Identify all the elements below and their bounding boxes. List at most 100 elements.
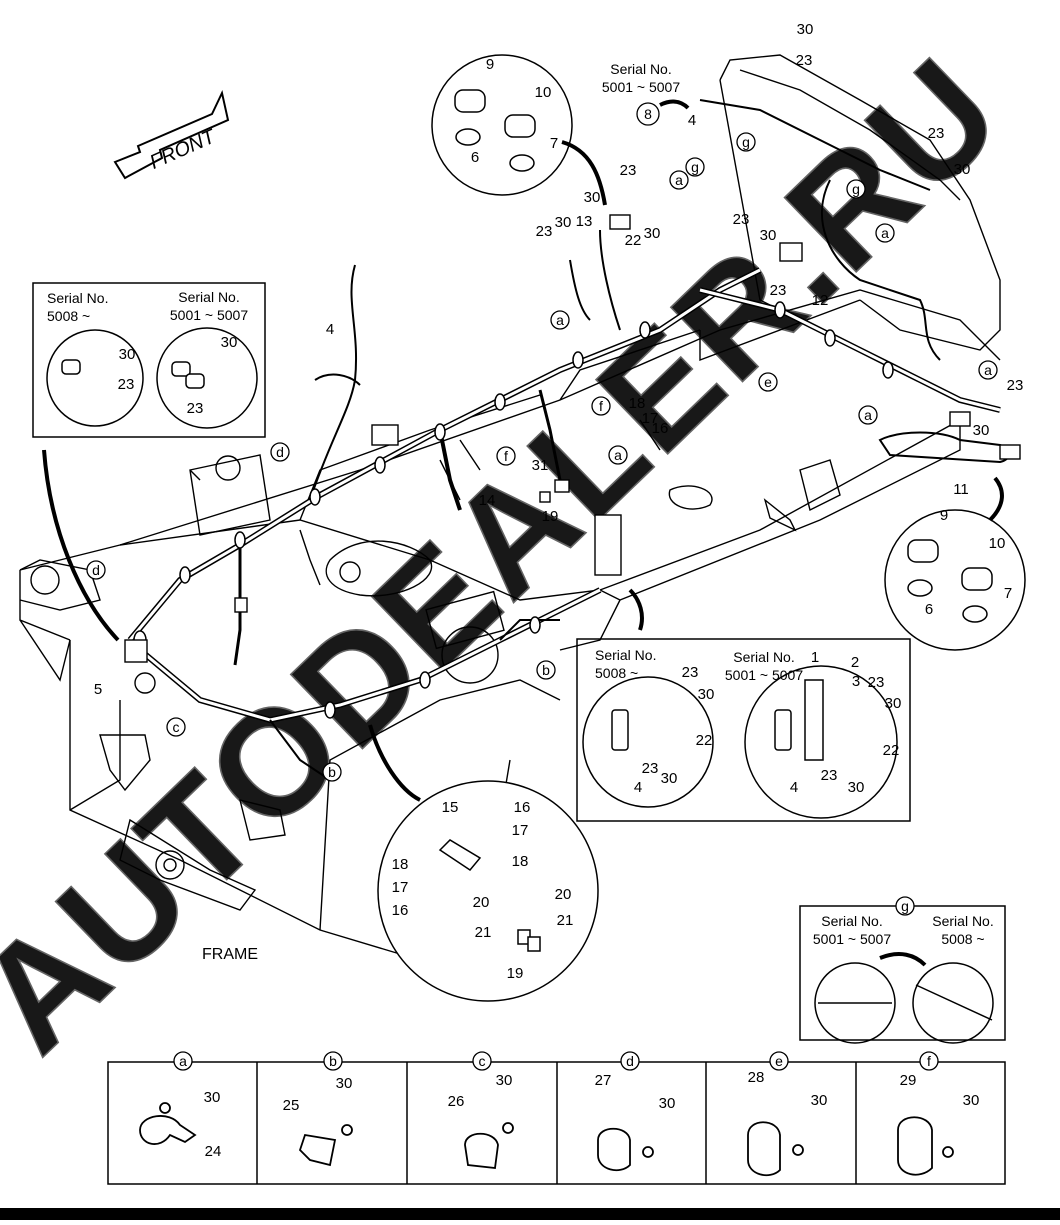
callout-c-0: c [166,717,186,737]
part-label-29-0: 29 [900,1072,917,1089]
clamp-table-frame [107,1061,1006,1185]
part-label-17-0: 17 [642,410,659,427]
part-label-23-6: 23 [1007,377,1024,394]
callout-d-2: d [620,1051,640,1071]
serial-g_a-line-1: 5001 ~ 5007 [813,931,891,947]
part-label-10-1: 10 [989,535,1006,552]
callout-letter: a [614,447,622,463]
inset-top-sensors [431,54,573,196]
callout-a-2: a [875,223,895,243]
callout-a-1: a [550,310,570,330]
part-label-23-2: 23 [536,223,553,240]
part-label-30-10: 30 [661,770,678,787]
part-label-23-9: 23 [682,664,699,681]
part-label-16-0: 16 [652,420,669,437]
callout-letter: b [329,1053,337,1069]
callout-letter: a [556,312,564,328]
serial-left_a-line-1: 5008 ~ [47,308,90,324]
callout-f-1: f [591,396,611,416]
serial-left_b-line-0: Serial No. [178,289,239,305]
part-label-23-0: 23 [796,52,813,69]
part-label-22-1: 22 [696,732,713,749]
part-label-23-3: 23 [733,211,750,228]
part-label-22-0: 22 [625,232,642,249]
part-label-7-1: 7 [1004,585,1012,602]
callout-letter: a [864,407,872,423]
callout-arcs [42,99,1004,967]
part-label-30-7: 30 [119,346,136,363]
callout-letter: g [852,181,860,197]
part-label-30-2: 30 [555,214,572,231]
front-arrow: FRONT [113,89,230,180]
inset-left-a [46,329,144,427]
callout-letter: a [675,172,683,188]
callout-letter: d [92,562,100,578]
callout-g-0: g [685,157,705,177]
callout-letter: f [504,448,508,464]
callout-a-5: a [608,445,628,465]
part-label-17-1: 17 [512,822,529,839]
part-label-10-0: 10 [535,84,552,101]
part-label-30-17: 30 [811,1092,828,1109]
callout-c-1: c [472,1051,492,1071]
part-label-6-0: 6 [471,149,479,166]
callout-letter: a [179,1053,187,1069]
serial-g_b-line-1: 5008 ~ [941,931,984,947]
part-label-30-13: 30 [204,1089,221,1106]
part-label-21-1: 21 [475,924,492,941]
callout-letter: e [764,374,772,390]
part-label-26-0: 26 [448,1093,465,1110]
part-label-30-15: 30 [496,1072,513,1089]
part-label-18-1: 18 [512,853,529,870]
serial-g_a-line-0: Serial No. [821,913,882,929]
serial-top-line-1: 5001 ~ 5007 [602,79,680,95]
part-label-18-0: 18 [629,395,646,412]
part-label-23-10: 23 [642,760,659,777]
part-label-30-14: 30 [336,1075,353,1092]
callout-b-1: b [322,762,342,782]
callout-letter: f [599,398,603,414]
part-label-15-0: 15 [442,799,459,816]
inset-mid-a [582,676,714,808]
serial-left_a-line-0: Serial No. [47,290,108,306]
callout-g-2: g [846,179,866,199]
callout-g-1: g [736,132,756,152]
clamp-sketches [139,1102,954,1177]
callout-letter: d [276,444,284,460]
callout-e-1: e [769,1051,789,1071]
part-label-23-7: 23 [118,376,135,393]
part-label-24-0: 24 [205,1143,222,1160]
inset-right-sensors [884,509,1026,651]
callout-letter: d [626,1053,634,1069]
part-label-30-12: 30 [848,779,865,796]
part-label-30-16: 30 [659,1095,676,1112]
part-label-4-0: 4 [326,321,334,338]
part-label-12-0: 12 [812,292,829,309]
part-label-20-0: 20 [555,886,572,903]
part-label-16-1: 16 [514,799,531,816]
part-label-31-0: 31 [532,457,549,474]
part-label-21-0: 21 [557,912,574,929]
callout-letter: a [881,225,889,241]
part-label-2-0: 2 [851,654,859,671]
callout-letter: e [775,1053,783,1069]
callout-letter: g [742,134,750,150]
part-label-30-5: 30 [954,161,971,178]
callout-f-0: f [496,446,516,466]
serial-mid_b-line-1: 5001 ~ 5007 [725,667,803,683]
part-label-30-3: 30 [644,225,661,242]
part-label-4-1: 4 [688,112,696,129]
serial-left_b-line-1: 5001 ~ 5007 [170,307,248,323]
serial-mid_a-line-0: Serial No. [595,647,656,663]
part-label-17-2: 17 [392,879,409,896]
part-label-30-6: 30 [973,422,990,439]
part-label-1-0: 1 [811,649,819,666]
callout-d-0: d [270,442,290,462]
part-label-19-0: 19 [542,508,559,525]
part-label-13-0: 13 [576,213,593,230]
frame-label: FRAME [202,946,258,963]
callout-a-0: a [669,170,689,190]
